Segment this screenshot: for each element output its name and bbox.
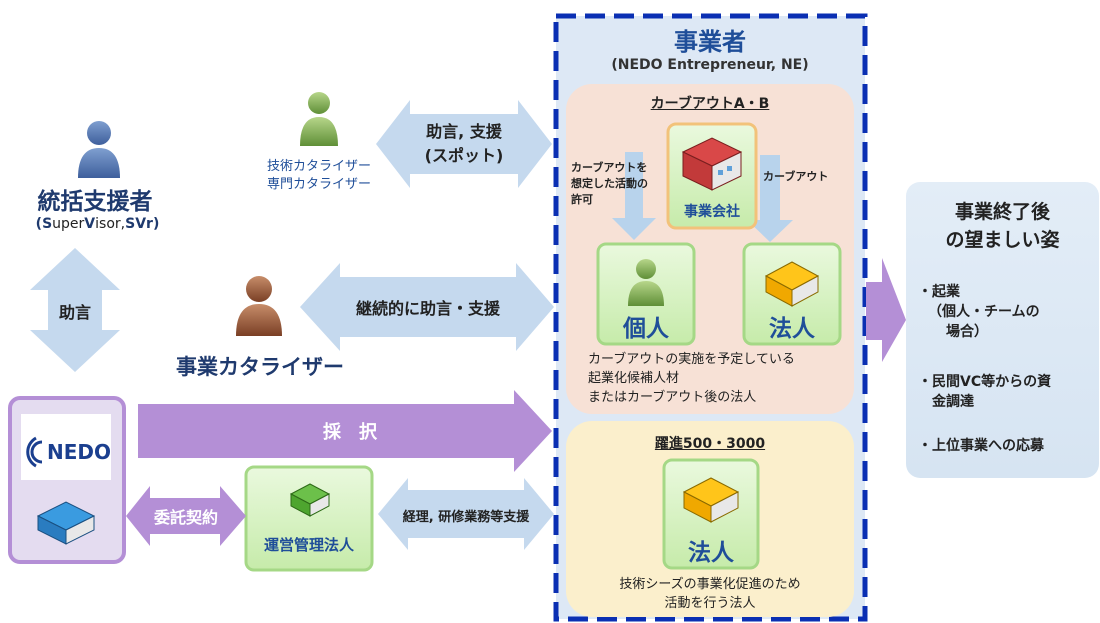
outcome-item-startup-line3: 場合） <box>946 324 988 340</box>
advice-spot-line2: (スポット) <box>424 146 504 165</box>
mgmt-building-icon <box>289 483 331 517</box>
commission-label: 委託契約 <box>153 508 218 527</box>
outcome-item-startup: ・起業 （個人・チームの 場合） <box>918 282 1096 342</box>
outcome-item-higher: ・上位事業への応募 <box>918 436 1096 456</box>
individual-label: 個人 <box>623 316 669 342</box>
entrepreneur-dashed-border <box>553 13 868 622</box>
tech-catalyzer-line1: 技術カタライザー <box>266 159 371 174</box>
company-building-icon <box>681 137 743 191</box>
nedo-building-icon <box>36 501 96 545</box>
advice-spot-label: 助言, 支援 (スポット) <box>410 118 518 170</box>
leap-desc-line1: 技術シーズの事業化促進のため <box>619 577 801 592</box>
outcome-title: 事業終了後 の望ましい姿 <box>910 196 1095 256</box>
corp-label: 法人 <box>769 316 815 342</box>
carveout-desc-line3: またはカーブアウト後の法人 <box>588 390 757 405</box>
leap-corp-label: 法人 <box>688 540 734 566</box>
carveout-right-down-arrow <box>747 155 793 242</box>
nedo-logo-bg <box>21 414 111 480</box>
supervisor-person-icon <box>78 121 120 178</box>
carveout-left-note-line2: 想定した活動の <box>571 177 648 190</box>
individual-person-icon <box>628 259 664 306</box>
business-catalyzer-title: 事業カタライザー <box>176 355 344 379</box>
carveout-description: カーブアウトの実施を予定している 起業化候補人材 またはカーブアウト後の法人 <box>588 350 848 407</box>
outcome-item-startup-line2: （個人・チームの <box>928 304 1040 320</box>
supervisor-subtitle-mid2: isor, <box>95 216 126 232</box>
outcome-panel <box>906 182 1099 478</box>
carveout-left-down-arrow <box>612 152 656 240</box>
outcome-item-higher-line1: ・上位事業への応募 <box>918 438 1044 454</box>
accounting-label: 経理, 研修業務等支援 <box>402 509 530 525</box>
tech-catalyzer-line2: 専門カタライザー <box>266 177 371 192</box>
carveout-header: カーブアウトA・B <box>650 96 770 112</box>
carveout-desc-line2: 起業化候補人材 <box>588 371 680 386</box>
advice-vertical-arrow <box>30 248 120 372</box>
to-outcome-arrow <box>866 258 906 362</box>
carveout-left-note-line1: カーブアウトを <box>571 161 648 174</box>
outcome-item-startup-line1: ・起業 <box>918 284 960 300</box>
advice-spot-line1: 助言, 支援 <box>426 122 502 141</box>
accounting-arrow <box>378 478 554 550</box>
advice-vertical-label: 助言 <box>58 303 91 322</box>
outcome-title-line2: の望ましい姿 <box>945 229 1060 251</box>
supervisor-subtitle-v: V <box>84 216 96 232</box>
entrepreneur-title: 事業者 <box>674 27 746 56</box>
supervisor-title: 統括支援者 <box>37 189 153 215</box>
carveout-left-note-line3: 許可 <box>571 193 593 206</box>
carveout-left-note: カーブアウトを 想定した活動の 許可 <box>571 160 675 208</box>
supervisor-subtitle-open: ( <box>35 216 43 232</box>
tech-catalyzer-person-icon <box>300 92 338 146</box>
commission-arrow <box>126 486 246 546</box>
nedo-logo-icon <box>26 436 43 468</box>
business-catalyzer-person-icon <box>236 276 282 336</box>
advice-spot-arrow <box>376 100 552 188</box>
supervisor-subtitle-close: ) <box>152 216 160 232</box>
continuous-support-arrow <box>300 263 554 351</box>
adoption-label: 採 択 <box>323 422 377 443</box>
leap-description: 技術シーズの事業化促進のため 活動を行う法人 <box>572 574 848 614</box>
carveout-right-note: カーブアウト <box>763 170 829 183</box>
adoption-arrow <box>138 390 552 472</box>
carveout-desc-line1: カーブアウトの実施を予定している <box>588 352 795 367</box>
mgmt-label: 運営管理法人 <box>263 535 354 554</box>
supervisor-subtitle-mid1: uper <box>52 216 85 232</box>
supervisor-subtitle-abbr: SVr <box>125 216 153 232</box>
outcome-item-vc-line2: 金調達 <box>932 394 974 410</box>
leap-corp-building-icon <box>682 477 740 523</box>
leap-header: 躍進500・3000 <box>654 436 766 452</box>
supervisor-subtitle-s: S <box>42 216 53 232</box>
leap-desc-line2: 活動を行う法人 <box>664 596 756 611</box>
corp-building-icon <box>764 261 820 307</box>
tech-catalyzer-label: 技術カタライザー 専門カタライザー <box>244 156 394 196</box>
nedo-logo-text: NEDO <box>47 440 112 464</box>
entrepreneur-subtitle: (NEDO Entrepreneur, NE) <box>611 57 809 73</box>
company-label: 事業会社 <box>684 204 740 220</box>
mgmt-box <box>244 465 374 572</box>
outcome-title-line1: 事業終了後 <box>954 201 1050 223</box>
continuous-support-label: 継続的に助言・支援 <box>355 299 500 318</box>
outcome-item-vc: ・民間VC等からの資 金調達 <box>918 372 1096 412</box>
outcome-item-vc-line1: ・民間VC等からの資 <box>918 374 1052 390</box>
